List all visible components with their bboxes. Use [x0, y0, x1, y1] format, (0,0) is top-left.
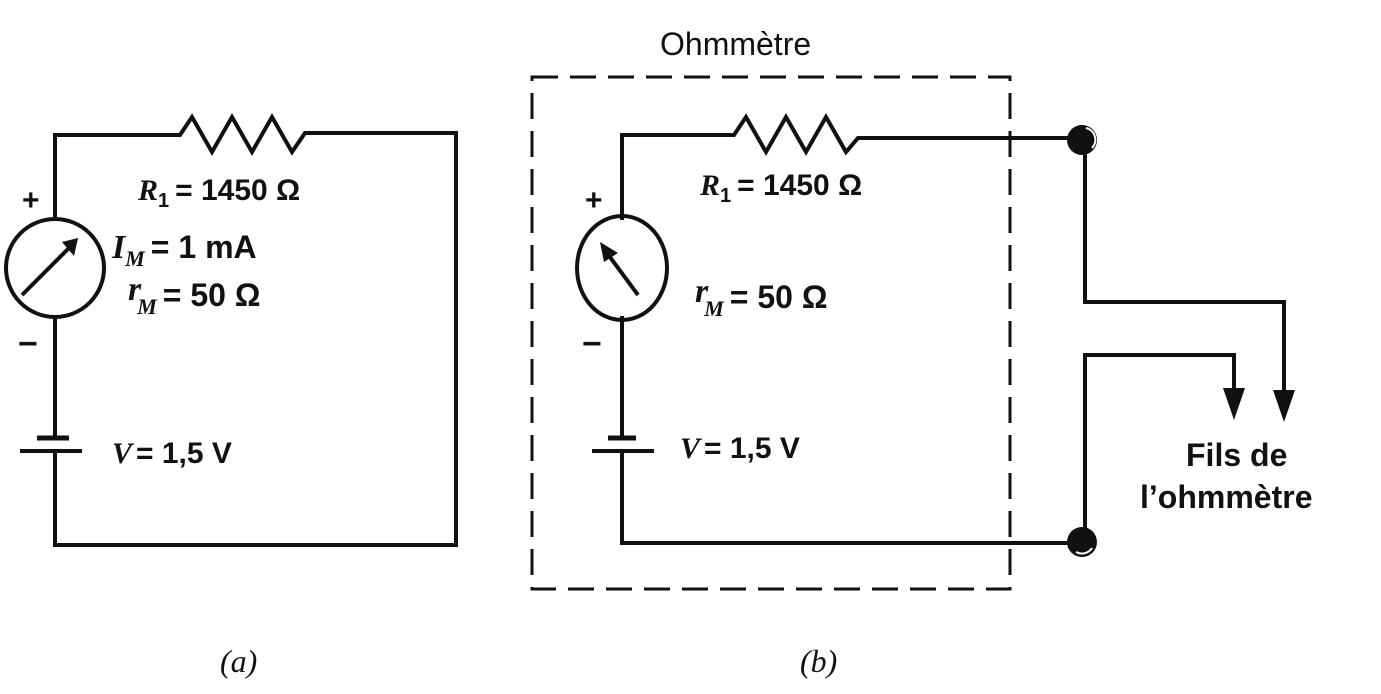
caption-a: (a) — [220, 643, 257, 679]
meter-resistance-b-label: rM= 50 Ω — [695, 273, 828, 321]
meter-needle-b-icon — [605, 251, 640, 297]
battery-b-label: V= 1,5 V — [680, 432, 800, 465]
caption-b: (b) — [800, 643, 837, 679]
meter-needle-head-b — [600, 242, 618, 262]
circuit-b: Ohmmètre + − R1= 1450 Ω rM= 50 Ω V= 1,5 … — [530, 26, 1312, 679]
meter-needle-a-icon — [20, 243, 74, 297]
ohmmeter-enclosure — [530, 75, 1012, 591]
lead-top-arrow-icon — [1273, 390, 1295, 422]
wire-b-bottom — [620, 450, 1082, 545]
terminal-top-icon[interactable] — [1067, 125, 1097, 155]
wire-a-top — [53, 112, 458, 547]
lead-bottom-wire[interactable] — [1083, 353, 1236, 529]
terminal-bottom-icon[interactable] — [1067, 527, 1097, 557]
meter-resistance-a-label: rM= 50 Ω — [128, 271, 261, 319]
resistor-a-label: R1= 1450 Ω — [137, 174, 300, 212]
circuit-a: + − R1= 1450 Ω IM= 1 mA rM= 50 Ω V= 1,5 … — [4, 112, 458, 679]
plus-sign-b: + — [585, 184, 603, 217]
meter-current-a-label: IM= 1 mA — [111, 229, 257, 271]
wire-b-top — [620, 112, 1082, 220]
ammeter-b-icon — [575, 214, 669, 322]
resistor-b-label: R1= 1450 Ω — [699, 169, 862, 207]
meter-needle-head-a — [62, 238, 78, 256]
ammeter-a-icon — [4, 217, 106, 319]
leads-label-line2: l’ohmmètre — [1140, 479, 1312, 515]
lead-top-wire[interactable] — [1083, 153, 1286, 397]
lead-bottom-arrow-icon — [1223, 388, 1245, 420]
minus-sign-a: − — [18, 325, 38, 363]
ohmmeter-title: Ohmmètre — [660, 26, 811, 62]
plus-sign-a: + — [22, 184, 40, 217]
minus-sign-b: − — [582, 325, 602, 363]
leads-label-line1: Fils de — [1186, 437, 1287, 473]
battery-a-label: V= 1,5 V — [112, 437, 232, 470]
